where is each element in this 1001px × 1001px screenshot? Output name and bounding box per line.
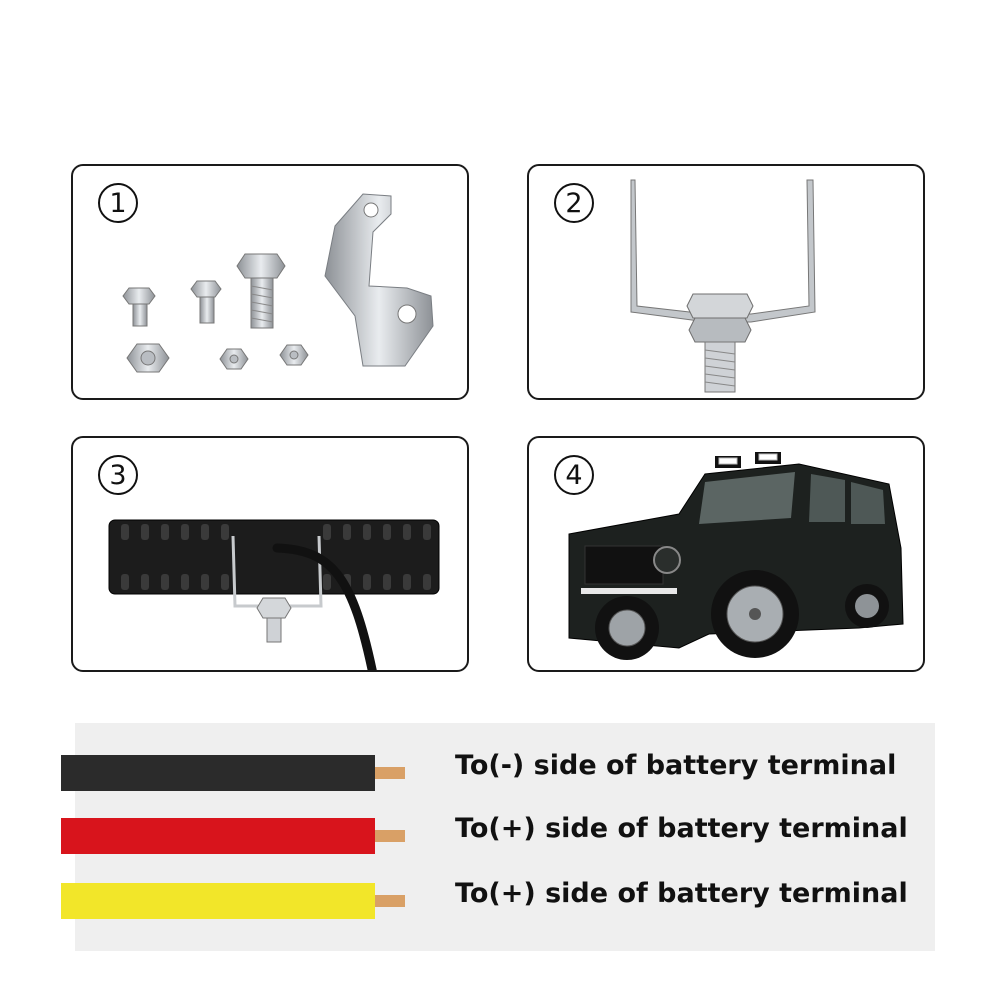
step-number-1: 1	[98, 183, 138, 223]
mounting-hardware-icon	[122, 193, 434, 373]
step-3-panel: 3	[71, 436, 469, 672]
step-1-panel: 1	[71, 164, 469, 400]
step-4-panel: 4	[527, 436, 925, 672]
step-number-2: 2	[554, 183, 594, 223]
u-bracket-icon	[630, 179, 816, 393]
wire-label-positive: To(+) side of battery terminal	[455, 813, 908, 844]
wire-label-negative: To(-) side of battery terminal	[455, 750, 897, 781]
suv-vehicle-icon	[568, 452, 904, 660]
wire-insulation-black	[61, 755, 375, 791]
wire-copper-end	[375, 830, 405, 842]
wire-label-positive: To(+) side of battery terminal	[455, 878, 908, 909]
step-number-4: 4	[554, 455, 594, 495]
wire-copper-end	[375, 767, 405, 779]
wire-insulation-yellow	[61, 883, 375, 919]
work-light-icon	[108, 519, 440, 670]
wiring-legend: To(-) side of battery terminal To(+) sid…	[61, 723, 935, 951]
wire-insulation-red	[61, 818, 375, 854]
step-2-panel: 2	[527, 164, 925, 400]
step-number-3: 3	[98, 455, 138, 495]
wire-copper-end	[375, 895, 405, 907]
